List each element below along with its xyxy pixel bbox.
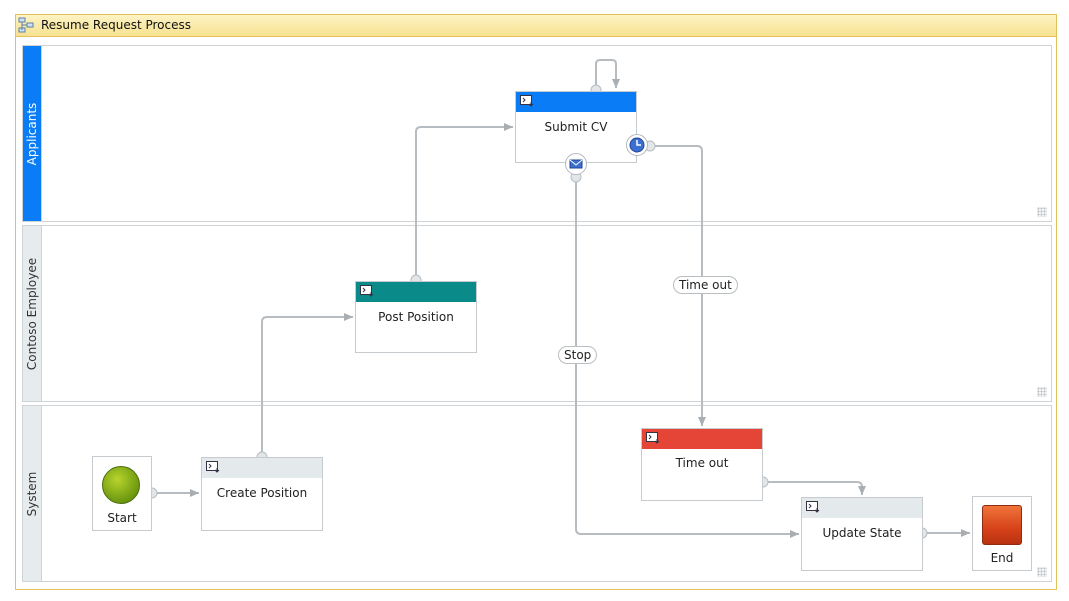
task-label: Create Position — [216, 486, 308, 500]
task-label: Update State — [822, 526, 902, 540]
wire-timeout[interactable] — [650, 145, 706, 426]
task-header-bar — [356, 282, 476, 302]
message-event-badge[interactable] — [565, 153, 587, 175]
task-time-out[interactable]: Time out — [641, 428, 763, 501]
lane-contoso-employee[interactable]: Contoso Employee — [22, 225, 1052, 402]
connection-label-stop[interactable]: Stop — [558, 346, 598, 364]
wire-timeout-to-update-state[interactable] — [763, 481, 866, 495]
timer-event-badge[interactable] — [626, 134, 648, 156]
resize-grip-icon[interactable] — [1037, 387, 1047, 397]
start-event[interactable]: Start — [92, 456, 152, 531]
resize-grip-icon[interactable] — [1037, 207, 1047, 217]
task-submit-cv[interactable]: Submit CV — [515, 91, 637, 163]
task-icon — [206, 461, 220, 473]
task-header-bar — [642, 429, 762, 449]
lane-header-system[interactable]: System — [23, 406, 42, 581]
wire-stop[interactable] — [575, 176, 799, 538]
connection-label-time-out[interactable]: Time out — [673, 276, 738, 294]
lane-header-contoso-employee[interactable]: Contoso Employee — [23, 226, 42, 401]
process-titlebar[interactable]: Resume Request Process — [16, 15, 1056, 37]
envelope-icon — [569, 159, 583, 169]
task-update-state[interactable]: Update State — [801, 497, 923, 571]
task-post-position[interactable]: Post Position — [355, 281, 477, 353]
end-event[interactable]: End — [972, 496, 1032, 571]
task-header-bar — [202, 458, 322, 478]
start-circle-icon — [102, 466, 140, 504]
resize-grip-icon[interactable] — [1037, 567, 1047, 577]
task-icon — [520, 95, 534, 107]
task-header-bar — [802, 498, 922, 518]
wire-create-to-post-position[interactable] — [261, 313, 353, 457]
task-label: Submit CV — [544, 120, 608, 134]
task-icon — [806, 501, 820, 513]
process-title: Resume Request Process — [41, 18, 192, 32]
task-icon — [646, 432, 660, 444]
end-label: End — [990, 551, 1014, 565]
task-label: Post Position — [378, 310, 454, 324]
start-label: Start — [107, 511, 137, 525]
end-square-icon — [982, 505, 1022, 545]
lane-header-applicants[interactable]: Applicants — [23, 46, 42, 221]
task-create-position[interactable]: Create Position — [201, 457, 323, 531]
wire-submit-cv-loop[interactable] — [595, 59, 620, 90]
process-map-icon — [18, 17, 34, 33]
task-label: Time out — [675, 456, 729, 470]
clock-icon — [629, 137, 645, 153]
task-header-bar — [516, 92, 636, 112]
wire-post-to-submit-cv[interactable] — [415, 123, 513, 280]
task-icon — [360, 285, 374, 297]
